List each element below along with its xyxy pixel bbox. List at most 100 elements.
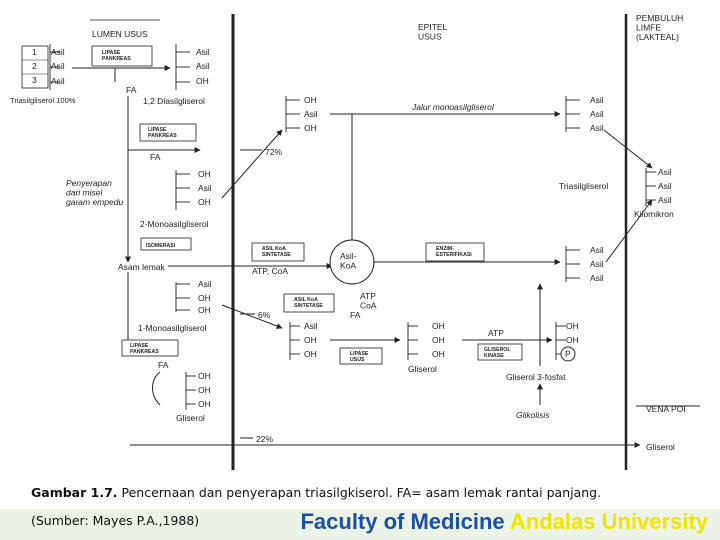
epi-gly-oh-1: OH: [432, 321, 445, 331]
epi-mg1-oh-1: OH: [304, 335, 317, 345]
isomerasi-box: [140, 237, 192, 251]
epi-mg-oh-2: OH: [304, 123, 317, 133]
gly-oh-1: OH: [198, 371, 211, 381]
pct72-label: 72%: [265, 147, 282, 157]
asil-koa-sintetase-box: [251, 242, 305, 262]
tg-lumen: [49, 44, 60, 90]
mg2-asil: Asil: [198, 183, 212, 193]
lipase-pankreas2-box: [139, 123, 197, 142]
kilo-skeleton: [645, 168, 656, 206]
g3p-oh-1: OH: [566, 321, 579, 331]
asam-lemak-label: Asam lemak: [118, 262, 166, 272]
epi-tg2-asil-1: Asil: [590, 245, 604, 255]
footer-band: [0, 509, 720, 540]
epi-gly-oh-3: OH: [432, 349, 445, 359]
arrow-absorption: [221, 129, 283, 199]
gliserol-vena-label: Gliserol: [646, 442, 675, 452]
number-3: 3: [32, 75, 37, 85]
kilomikron-label: Kilomikron: [634, 209, 674, 219]
caption-number: Gambar 1.7.: [31, 485, 118, 500]
epi-tg-asil-2: Asil: [590, 109, 604, 119]
atp-label: ATP: [488, 328, 504, 338]
mg1-asil: Asil: [198, 279, 212, 289]
mg1-oh-2: OH: [198, 305, 211, 315]
glikolisis-label: Glikolisis: [516, 410, 550, 420]
asil-3: Asil: [51, 76, 65, 86]
asil-koa-label: Asil-KoA: [340, 251, 357, 271]
number-box: [21, 45, 49, 89]
glycerol-skeleton: [185, 372, 196, 410]
lipase-usus-box: [339, 347, 383, 365]
diasilgliserol-label: 1,2 Diasilgliserol: [143, 96, 205, 106]
esterifikasi-box: [425, 242, 485, 262]
pct6-label: 6%: [258, 310, 271, 320]
asil-1: Asil: [51, 47, 65, 57]
epi-tg-asil-1: Asil: [590, 95, 604, 105]
asil-2: Asil: [51, 61, 65, 71]
monoasil2-label: 2-Monoasilgliserol: [140, 219, 209, 229]
phosphate-circle: [560, 346, 576, 362]
gliserol-kinase-box: [477, 343, 523, 361]
epi-tg2-asil-2: Asil: [590, 259, 604, 269]
gly-oh-3: OH: [198, 399, 211, 409]
fa-label-3: FA: [158, 360, 169, 370]
atp-coa-label: ATP, CoA: [252, 266, 288, 276]
monoasil1-label: 1-Monoasilgliserol: [138, 323, 207, 333]
fa-label-2: FA: [150, 152, 161, 162]
mg2-skeleton: [175, 170, 190, 210]
gly-oh-2: OH: [198, 385, 211, 395]
epi-mg1-asil: Asil: [304, 321, 318, 331]
epi-gly-skeleton: [407, 322, 418, 360]
region-vena-label: VENA POI: [646, 404, 686, 414]
kilo-asil-3: Asil: [658, 195, 672, 205]
epi-tg2-skeleton: [565, 246, 580, 282]
triasilgliserol-label: Triasilgliserol: [559, 181, 608, 191]
arrow-to-kilomikron-2: [605, 199, 653, 263]
footer-faculty: Faculty of Medicine: [300, 509, 505, 534]
number-2: 2: [32, 61, 37, 71]
esterifikasi-label: ENZIM-ESTERIFIKASI: [436, 246, 472, 258]
footer-university: Andalas University: [509, 509, 708, 534]
epi-mg-skeleton: [285, 96, 300, 132]
epi-tg2-asil-3: Asil: [590, 273, 604, 283]
curve: [152, 371, 161, 406]
caption-text: Pencernaan dan penyerapan triasilgkisero…: [117, 485, 602, 500]
kilo-asil-2: Asil: [658, 181, 672, 191]
mg1-oh-1: OH: [198, 293, 211, 303]
isomerasi-label: ISOMERASI: [146, 243, 176, 249]
epi-gly-oh-2: OH: [432, 335, 445, 345]
epi-mg1-skeleton: [289, 322, 300, 360]
number-1: 1: [32, 47, 37, 57]
dg-oh: OH: [196, 76, 209, 86]
triasilgliserol-100-label: Triasilgliserol 100%: [10, 96, 76, 105]
mg1-skeleton: [175, 282, 190, 312]
gliserol-lumen-label: Gliserol: [176, 413, 205, 423]
lipase-pankreas3-box: [121, 339, 179, 357]
dg-skeleton: [175, 44, 190, 90]
gliserol-epitel-label: Gliserol: [408, 364, 437, 374]
dg-asil-2: Asil: [196, 61, 210, 71]
g3p-oh-2: OH: [566, 335, 579, 345]
epi-mg-asil: Asil: [304, 109, 318, 119]
epi-tg-asil-3: Asil: [590, 123, 604, 133]
fa-label-4: FA: [350, 310, 361, 320]
region-lumen-label: LUMEN USUS: [92, 29, 148, 39]
dg-asil-1: Asil: [196, 47, 210, 57]
p-label: P: [565, 349, 571, 359]
fa-label-1: FA: [126, 85, 137, 95]
lipase-pankreas-box: [91, 45, 153, 67]
epi-mg-oh-1: OH: [304, 95, 317, 105]
asil-koa-sintetase2-box: [283, 293, 335, 313]
g3p-skeleton: [555, 322, 566, 360]
